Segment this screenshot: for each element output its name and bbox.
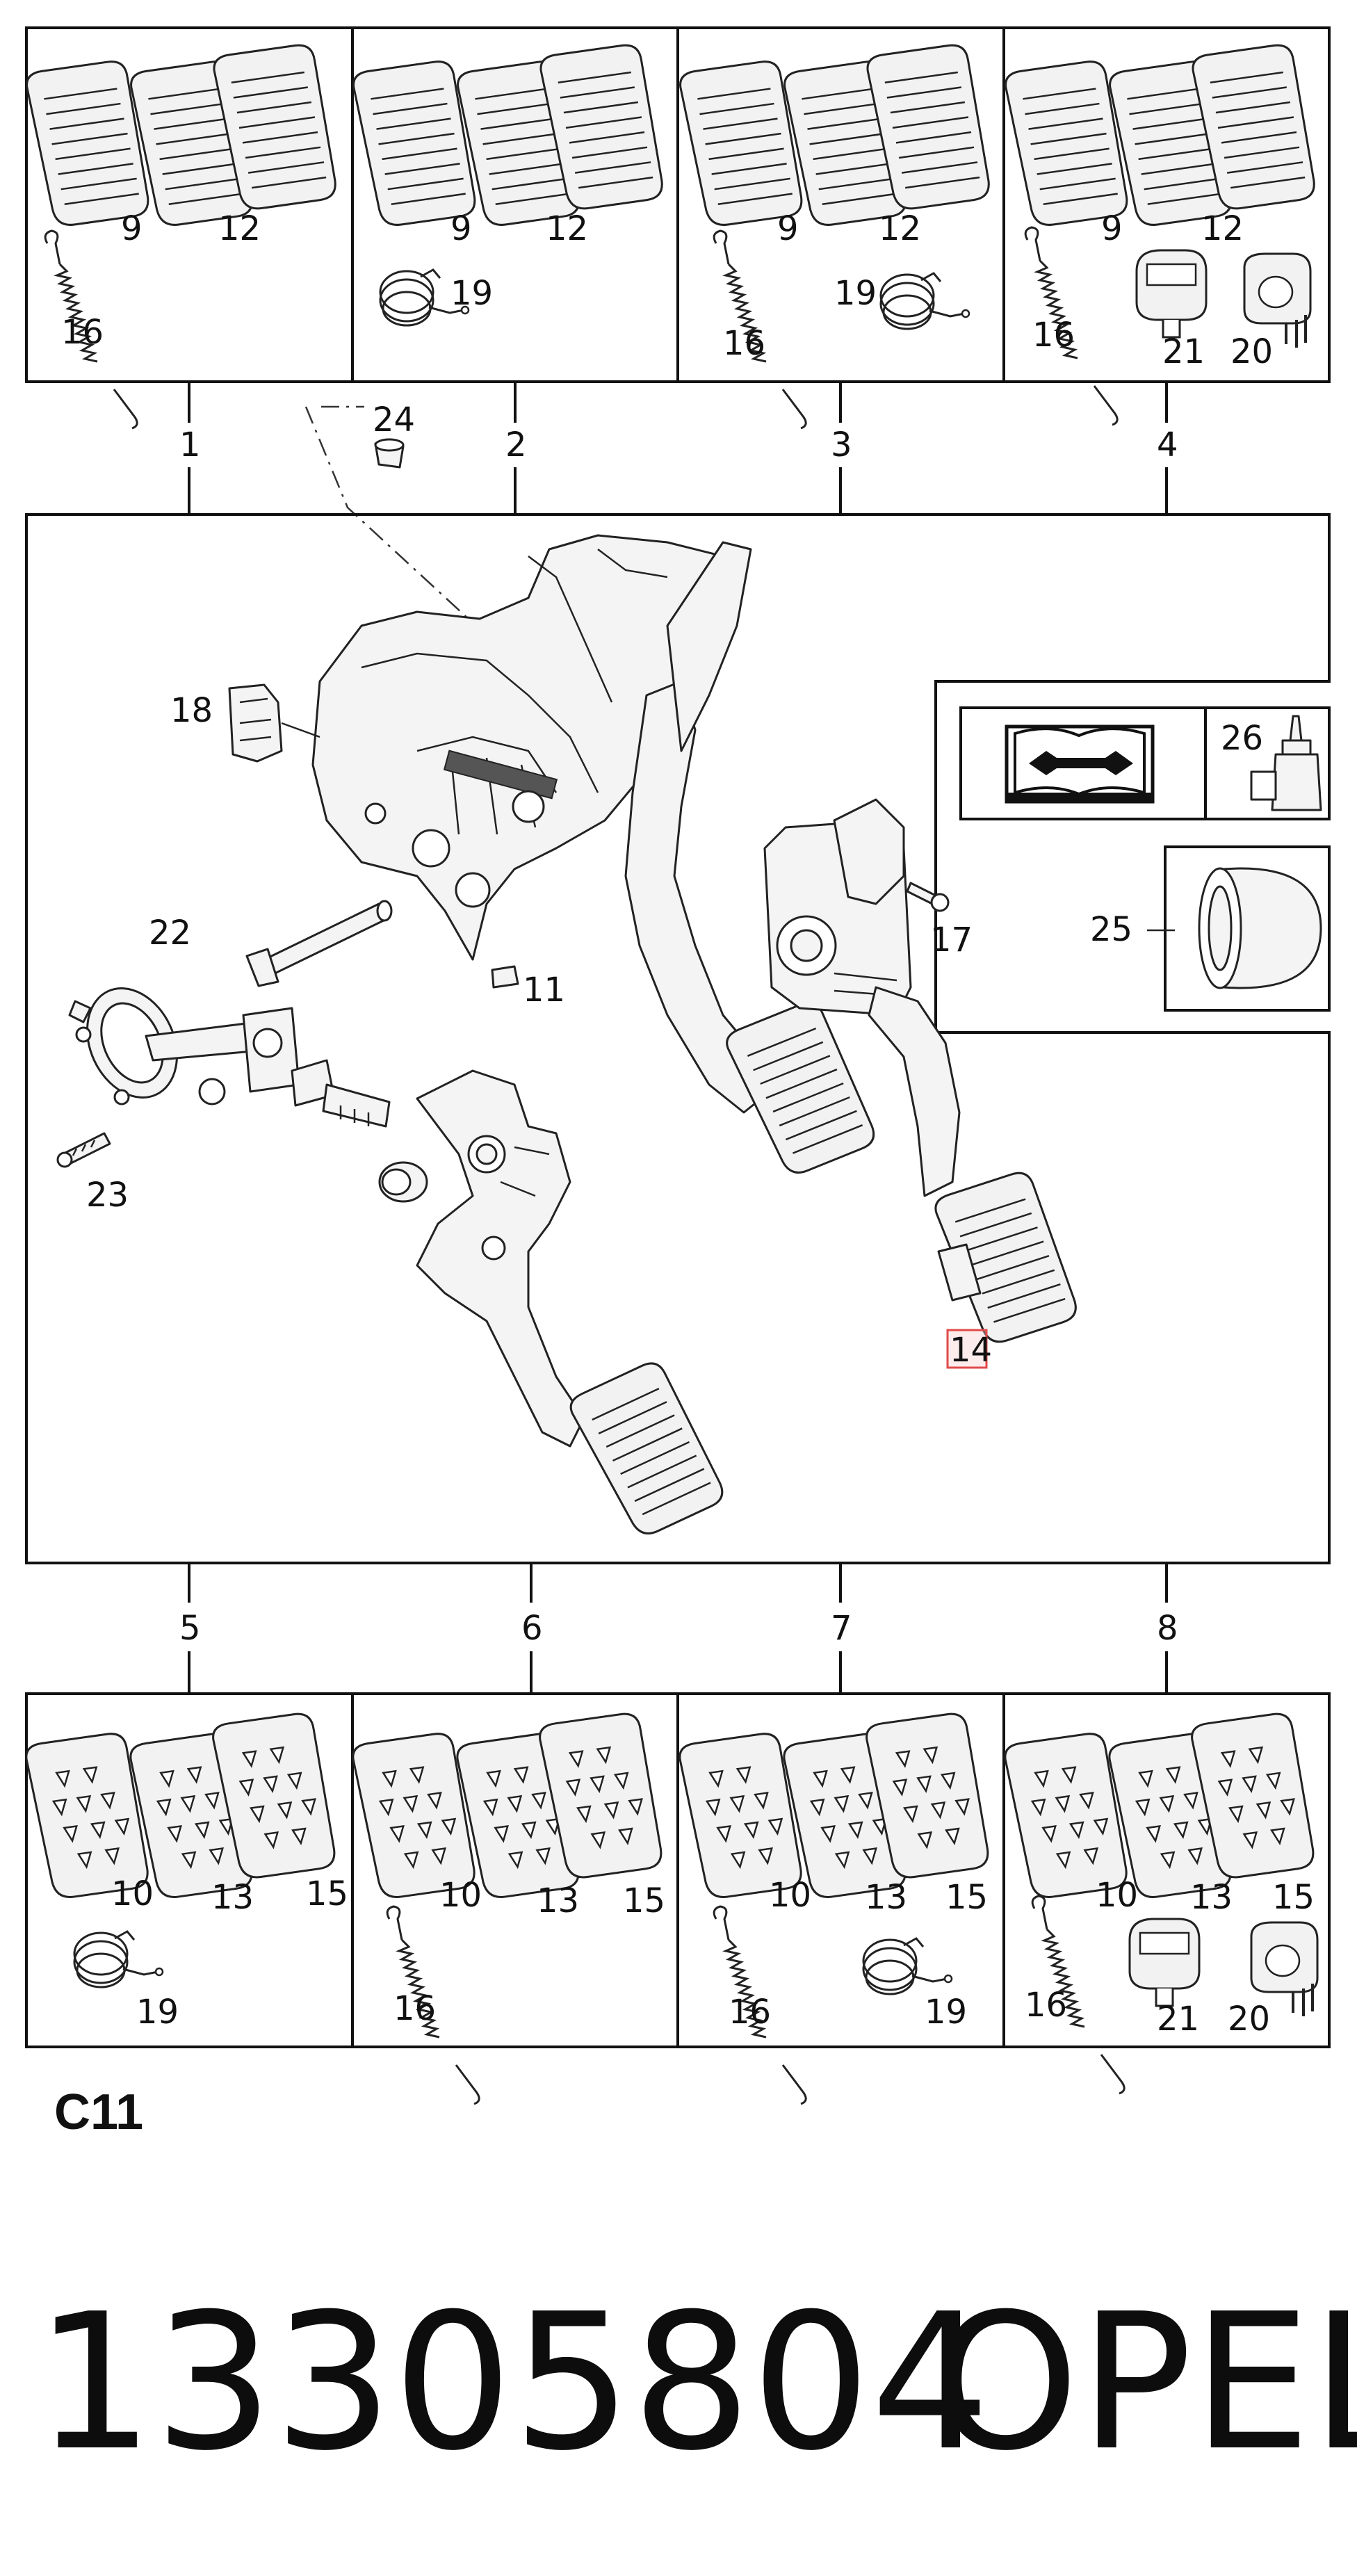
variant-box-2: 9 12 19 [350,41,665,327]
label-16: 16 [61,313,104,352]
label-15: 15 [623,1881,665,1920]
label-12: 12 [546,209,588,248]
label-17: 17 [930,921,973,959]
label-11: 11 [523,971,565,1010]
label-10: 10 [769,1876,811,1915]
label-12: 12 [218,209,261,248]
label-20: 20 [1228,2000,1270,2039]
variant-number-6: 6 [521,1609,543,1648]
label-9: 9 [1101,209,1123,248]
variant-number-5: 5 [179,1609,201,1648]
label-18: 18 [170,691,213,730]
label-15: 15 [945,1878,988,1917]
label-16: 16 [729,1993,771,2032]
label-25: 25 [1090,910,1132,949]
accelerator-pedal-module [763,798,1081,1350]
label-10: 10 [111,1874,154,1913]
bottom-variant-boxes: 10 13 15 19 10 13 15 16 10 13 15 16 [23,1692,1331,2105]
part-25: 25 [1090,867,1322,989]
label-12: 12 [1201,209,1244,248]
label-20: 20 [1230,332,1273,371]
label-16: 16 [393,1989,436,2028]
label-10: 10 [439,1876,482,1915]
part-22: 22 [149,900,393,987]
bushing [378,1161,428,1203]
label-16: 16 [1025,1986,1067,2025]
variant-number-4: 4 [1157,426,1178,464]
variant-number-8: 8 [1157,1609,1178,1648]
label-21: 21 [1157,2000,1199,2039]
diagram-code: C11 [54,2084,143,2140]
label-13: 13 [1190,1878,1233,1917]
variant-box-6: 10 13 15 16 [350,1710,665,2105]
label-21: 21 [1162,332,1205,371]
label-16: 16 [1032,316,1075,355]
part-18: 18 [170,683,320,763]
variant-box-4: 9 12 16 21 20 [1002,41,1317,426]
label-19: 19 [136,1993,179,2032]
label-19: 19 [450,274,493,313]
part-number: 13305804 [35,2273,990,2492]
label-13: 13 [865,1878,907,1917]
label-19: 19 [834,274,877,313]
highlighted-part-14: 14 [946,1329,992,1370]
label-24: 24 [373,400,415,439]
label-9: 9 [450,209,472,248]
variant-number-3: 3 [831,426,852,464]
label-10: 10 [1096,1876,1138,1915]
variant-number-2: 2 [505,426,527,464]
part-26: 26 [1221,715,1322,811]
label-23: 23 [86,1176,129,1215]
label-19: 19 [925,1993,967,2032]
label-14: 14 [950,1331,992,1370]
variant-box-5: 10 13 15 19 [23,1710,348,2032]
variant-box-8: 10 13 15 16 21 20 [1002,1710,1319,2095]
top-variant-boxes: 9 12 16 9 12 19 9 12 16 19 [24,26,1331,430]
part-23: 23 [56,1132,129,1215]
label-13: 13 [211,1878,254,1917]
variant-box-3: 9 12 16 19 [677,41,992,430]
clutch-pedal [416,1069,729,1544]
label-13: 13 [537,1881,579,1920]
brand-name: OPEL [932,2273,1357,2492]
label-15: 15 [306,1874,348,1913]
bottom-variant-numbers: 5 6 7 8 [179,1563,1178,1694]
pedal-bracket-assembly: 11 [311,534,879,1183]
label-12: 12 [879,209,921,248]
variant-number-7: 7 [831,1609,852,1648]
variant-box-1: 9 12 16 [24,41,339,430]
top-variant-numbers: 1 2 3 4 [179,382,1178,515]
part-17: 17 [906,882,973,959]
part-24: 24 [373,400,415,469]
label-9: 9 [121,209,143,248]
label-15: 15 [1272,1878,1315,1917]
variant-number-1: 1 [179,426,201,464]
label-26: 26 [1221,719,1263,758]
variant-box-7: 10 13 15 16 19 [676,1710,991,2105]
label-16: 16 [723,324,765,363]
label-22: 22 [149,914,191,953]
clutch-cylinder-assembly [68,987,391,1128]
manual-book-icon [1005,724,1155,804]
label-9: 9 [777,209,799,248]
